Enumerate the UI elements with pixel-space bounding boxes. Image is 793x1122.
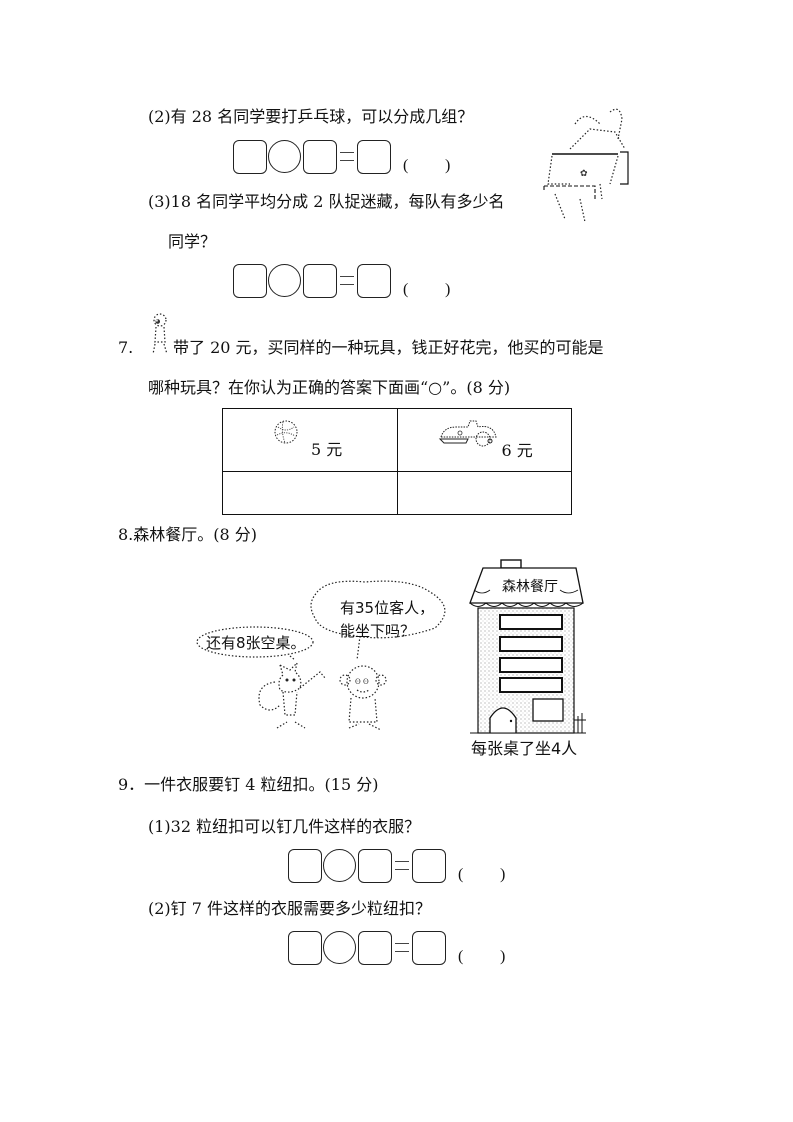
operand2-box[interactable] — [358, 931, 392, 965]
q9-part2-text: (2)钉 7 件这样的衣服需要多少粒纽扣？ — [148, 899, 432, 918]
unit-paren-close: ) — [500, 948, 506, 965]
result-box[interactable] — [357, 140, 391, 174]
result-box[interactable] — [357, 264, 391, 298]
restaurant-caption: 每张桌了坐4人 — [471, 739, 578, 758]
q6-part3-equation: ( ) — [233, 264, 463, 298]
unit-paren-close: ) — [500, 866, 506, 883]
restaurant-sign: 森林餐厅 — [502, 579, 558, 595]
equals-sign — [395, 943, 409, 952]
toy-option-ball: 5 元 — [222, 408, 398, 472]
q8-title: 8.森林餐厅。(8 分) — [118, 525, 258, 544]
ping-pong-table-icon: ✿ — [543, 108, 629, 223]
q6-part3-line2: 同学？ — [168, 232, 217, 251]
operand1-box[interactable] — [233, 140, 267, 174]
ball-icon — [274, 420, 298, 444]
operand1-box[interactable] — [288, 931, 322, 965]
q9-part2-equation: ( ) — [288, 931, 518, 965]
speech-bubbles — [196, 580, 446, 660]
equals-sign — [340, 276, 354, 285]
result-box[interactable] — [412, 849, 446, 883]
operator-circle[interactable] — [323, 931, 356, 964]
operand2-box[interactable] — [303, 140, 337, 174]
answer-cell-ball[interactable] — [222, 471, 398, 515]
q9-part1-text: (1)32 粒纽扣可以钉几件这样的衣服？ — [148, 817, 421, 836]
operator-circle[interactable] — [323, 849, 356, 882]
restaurant-building-icon — [469, 559, 586, 734]
svg-text:ʘ ʘ: ʘ ʘ — [355, 678, 369, 686]
unit-paren-open: ( — [458, 866, 464, 883]
q9-part1-equation: ( ) — [288, 849, 518, 883]
q6-part2-equation: ( ) — [233, 140, 463, 174]
unit-paren-open: ( — [403, 281, 409, 298]
operand2-box[interactable] — [358, 849, 392, 883]
unit-paren-open: ( — [403, 157, 409, 174]
q7-line1: 带了 20 元，买同样的一种玩具，钱正好花完，他买的可能是 — [173, 338, 604, 357]
operand2-box[interactable] — [303, 264, 337, 298]
ball-price: 5 元 — [311, 440, 343, 459]
toy-option-car: 6 元 — [396, 408, 572, 472]
unit-paren-close: ) — [445, 281, 451, 298]
result-box[interactable] — [412, 931, 446, 965]
unit-paren-open: ( — [458, 948, 464, 965]
operator-circle[interactable] — [268, 264, 301, 297]
svg-text:◕: ◕ — [155, 318, 160, 325]
operand1-box[interactable] — [288, 849, 322, 883]
operand1-box[interactable] — [233, 264, 267, 298]
unit-paren-close: ) — [445, 157, 451, 174]
monkey-icon: ʘ ʘ — [339, 665, 387, 731]
q6-part2-text: (2)有 28 名同学要打乒乓球，可以分成几组？ — [148, 107, 474, 126]
answer-cell-car[interactable] — [396, 471, 572, 515]
toy-options-table: 5 元 6 元 — [222, 408, 572, 515]
svg-text:✿: ✿ — [580, 169, 588, 179]
squirrel-speech: 还有8张空桌。 — [206, 634, 306, 652]
q7-line2: 哪种玩具？在你认为正确的答案下面画“○”。(8 分) — [148, 378, 511, 397]
q9-title: 9．一件衣服要钉 4 粒纽扣。(15 分) — [118, 775, 379, 794]
q6-part3-line1: (3)18 名同学平均分成 2 队捉迷藏，每队有多少名 — [148, 192, 505, 211]
operator-circle[interactable] — [268, 140, 301, 173]
q7-number: 7. — [118, 338, 134, 357]
equals-sign — [340, 152, 354, 161]
toy-car-icon — [438, 420, 497, 447]
monkey-speech-line1: 有35位客人， — [340, 599, 435, 617]
monkey-speech-line2: 能坐下吗？ — [340, 622, 416, 640]
car-price: 6 元 — [501, 441, 533, 460]
equals-sign — [395, 861, 409, 870]
squirrel-icon — [258, 661, 326, 729]
child-icon: ◕ — [152, 313, 168, 355]
